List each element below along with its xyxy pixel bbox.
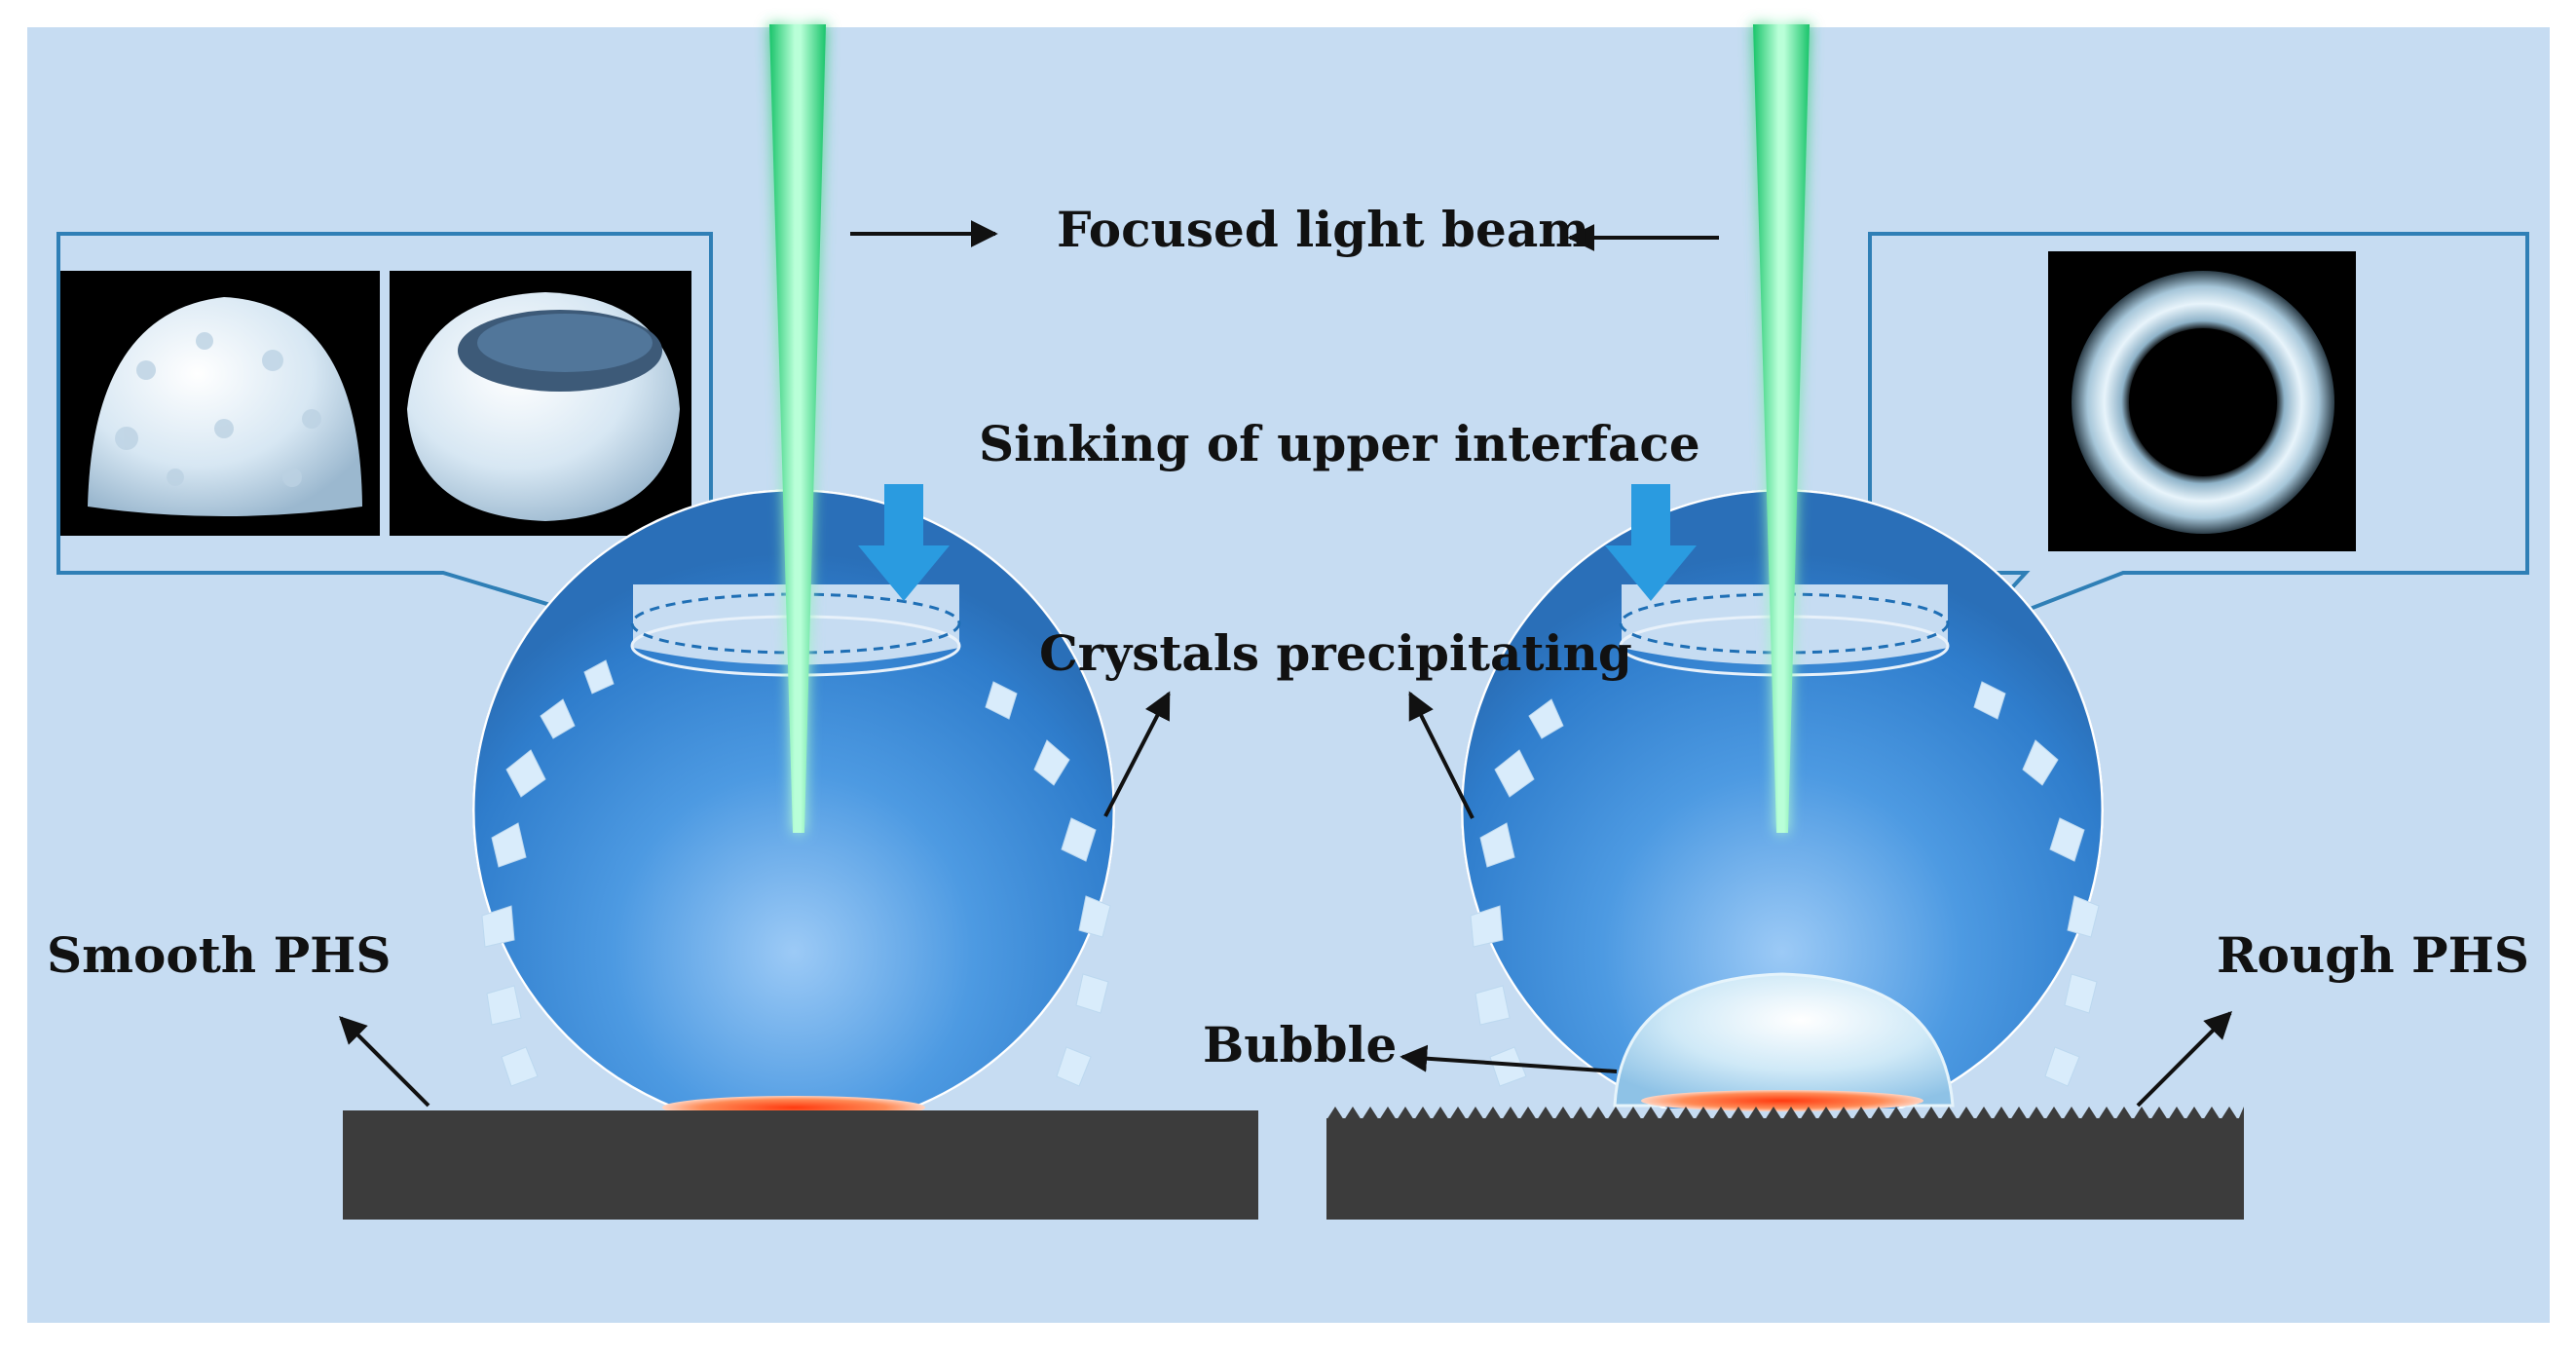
right-heat-spot — [1641, 1090, 1923, 1111]
bubble-icon — [1613, 972, 1955, 1108]
left-down-arrow-icon — [858, 484, 950, 601]
label-bubble: Bubble — [1203, 1016, 1397, 1073]
diagram-background — [27, 27, 2550, 1323]
arrow-rough-phs — [2136, 1011, 2232, 1108]
left-laser-beam — [769, 24, 826, 833]
arrow-crystals-right — [1408, 691, 1475, 819]
arrow-bubble — [1400, 1044, 1618, 1073]
rough-substrate — [1326, 1107, 2244, 1220]
dome-shell-icon — [88, 297, 362, 516]
smooth-substrate — [343, 1110, 1258, 1220]
arrow-crystals-left — [1103, 691, 1171, 817]
right-laser-beam — [1753, 24, 1810, 833]
right-down-arrow-icon — [1605, 484, 1697, 601]
arrow-smooth-phs — [339, 1016, 430, 1108]
label-smooth-phs: Smooth PHS — [47, 926, 392, 984]
label-focused-light-beam: Focused light beam — [1057, 201, 1589, 258]
left-callout — [56, 232, 713, 635]
pointer-arrows — [339, 220, 2232, 1108]
label-rough-phs: Rough PHS — [2217, 926, 2529, 984]
label-sinking-upper-interface: Sinking of upper interface — [979, 415, 1700, 472]
label-crystals-precipitating: Crystals precipitating — [1039, 624, 1632, 682]
right-callout — [1868, 232, 2529, 633]
